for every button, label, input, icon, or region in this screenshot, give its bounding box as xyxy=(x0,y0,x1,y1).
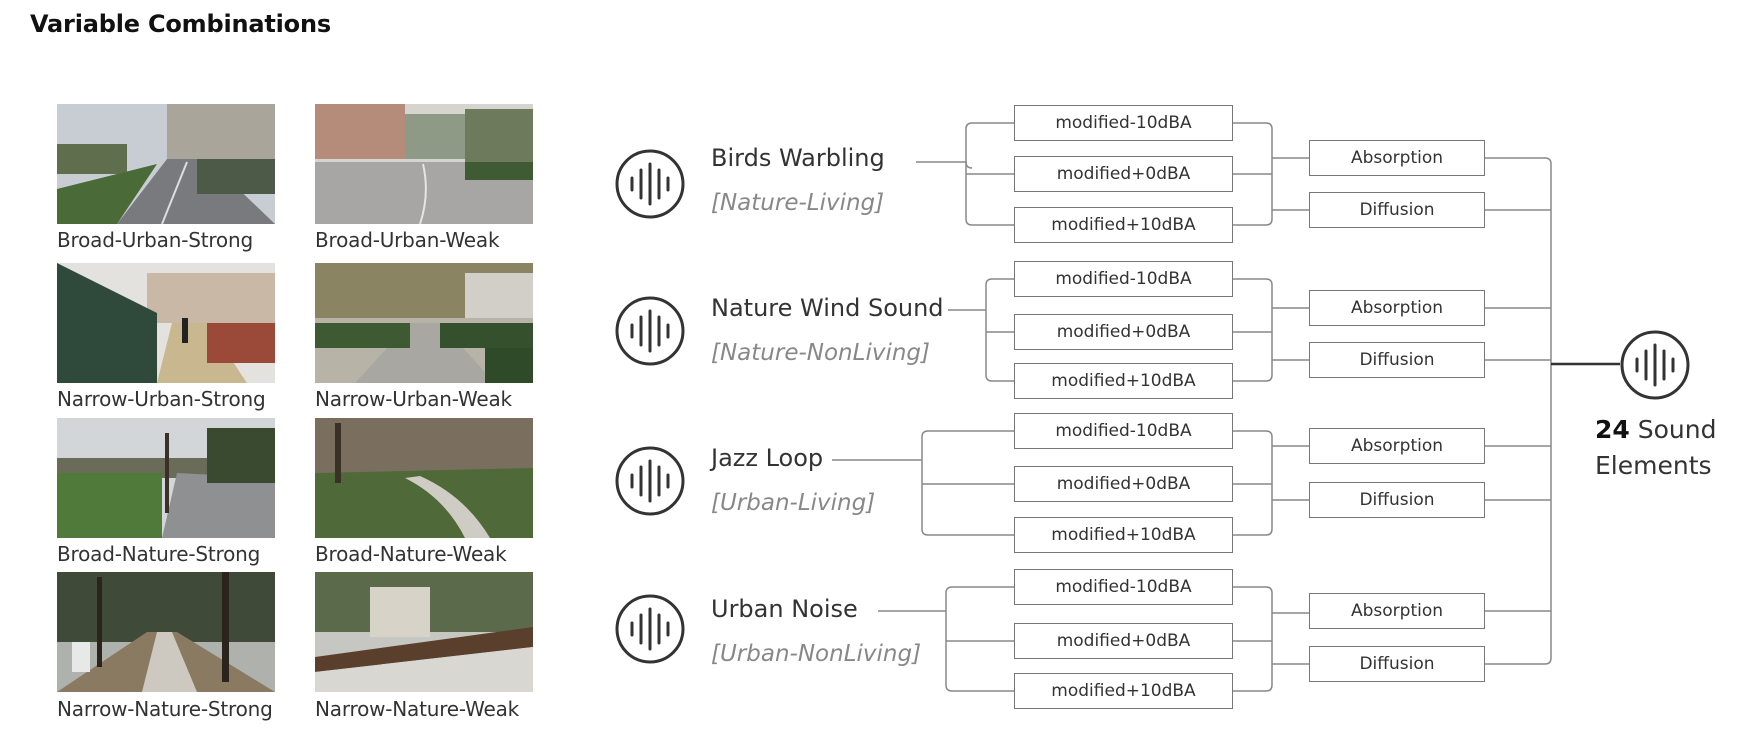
sound-name: Nature Wind Sound xyxy=(711,294,944,322)
level-box: modified-10dBA xyxy=(1014,105,1233,141)
street-photo-narrow-nature-weak xyxy=(315,572,533,692)
result-count: 24 xyxy=(1595,415,1630,444)
street-photo-narrow-urban-weak xyxy=(315,263,533,383)
sound-category: [Urban-Living] xyxy=(711,490,876,516)
effect-box: Diffusion xyxy=(1309,192,1485,228)
effect-box: Diffusion xyxy=(1309,342,1485,378)
sound-category: [Nature-NonLiving] xyxy=(711,340,930,366)
level-box: modified+0dBA xyxy=(1014,314,1233,350)
photo-label: Narrow-Urban-Strong xyxy=(57,387,266,411)
level-box: modified+10dBA xyxy=(1014,673,1233,709)
photo-label: Broad-Urban-Weak xyxy=(315,228,500,252)
street-photo-broad-nature-weak xyxy=(315,418,533,538)
effect-box: Absorption xyxy=(1309,290,1485,326)
sound-wave-icon xyxy=(615,149,685,219)
sound-name: Birds Warbling xyxy=(711,144,885,172)
sound-category: [Urban-NonLiving] xyxy=(711,641,922,667)
sound-wave-icon xyxy=(615,296,685,366)
effect-box: Absorption xyxy=(1309,593,1485,629)
level-box: modified+10dBA xyxy=(1014,207,1233,243)
result-text-line2: Elements xyxy=(1595,451,1712,480)
sound-name: Urban Noise xyxy=(711,595,858,623)
level-box: modified+10dBA xyxy=(1014,517,1233,553)
effect-box: Diffusion xyxy=(1309,646,1485,682)
result-text: Sound xyxy=(1629,415,1717,444)
level-box: modified-10dBA xyxy=(1014,413,1233,449)
level-box: modified+0dBA xyxy=(1014,466,1233,502)
level-box: modified+0dBA xyxy=(1014,156,1233,192)
photo-label: Broad-Nature-Weak xyxy=(315,542,507,566)
effect-box: Absorption xyxy=(1309,140,1485,176)
street-photo-broad-nature-strong xyxy=(57,418,275,538)
sound-name: Jazz Loop xyxy=(711,444,824,472)
photo-label: Narrow-Nature-Weak xyxy=(315,697,520,721)
photo-label: Broad-Nature-Strong xyxy=(57,542,261,566)
level-box: modified+10dBA xyxy=(1014,363,1233,399)
effect-box: Absorption xyxy=(1309,428,1485,464)
photo-label: Narrow-Urban-Weak xyxy=(315,387,512,411)
sound-wave-icon xyxy=(615,446,685,516)
photo-label: Broad-Urban-Strong xyxy=(57,228,253,252)
level-box: modified-10dBA xyxy=(1014,569,1233,605)
street-photo-narrow-urban-strong xyxy=(57,263,275,383)
street-photo-broad-urban-strong xyxy=(57,104,275,224)
level-box: modified-10dBA xyxy=(1014,261,1233,297)
sound-wave-icon xyxy=(1620,330,1690,400)
street-photo-narrow-nature-strong xyxy=(57,572,275,692)
diagram-title: Variable Combinations xyxy=(30,10,331,38)
sound-wave-icon xyxy=(615,594,685,664)
level-box: modified+0dBA xyxy=(1014,623,1233,659)
street-photo-broad-urban-weak xyxy=(315,104,533,224)
effect-box: Diffusion xyxy=(1309,482,1485,518)
result-label: 24 Sound Elements xyxy=(1595,412,1716,484)
sound-category: [Nature-Living] xyxy=(711,190,885,216)
photo-label: Narrow-Nature-Strong xyxy=(57,697,273,721)
